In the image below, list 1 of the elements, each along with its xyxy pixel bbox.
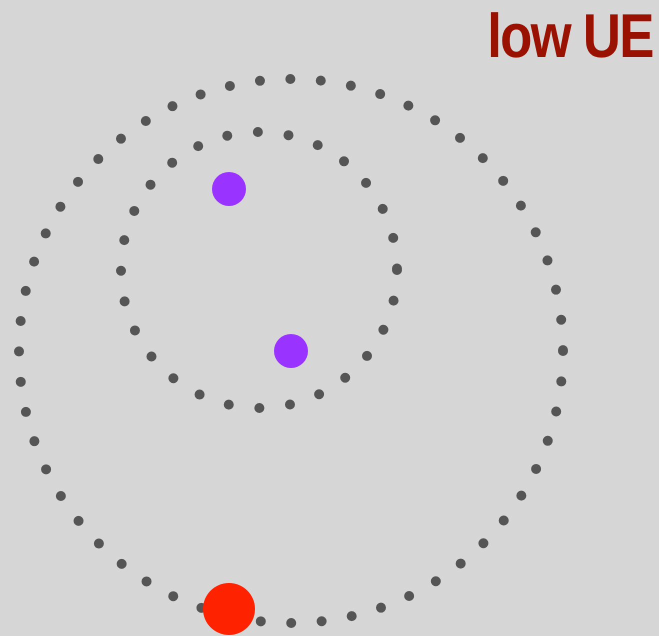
title: low UE [488,6,653,68]
